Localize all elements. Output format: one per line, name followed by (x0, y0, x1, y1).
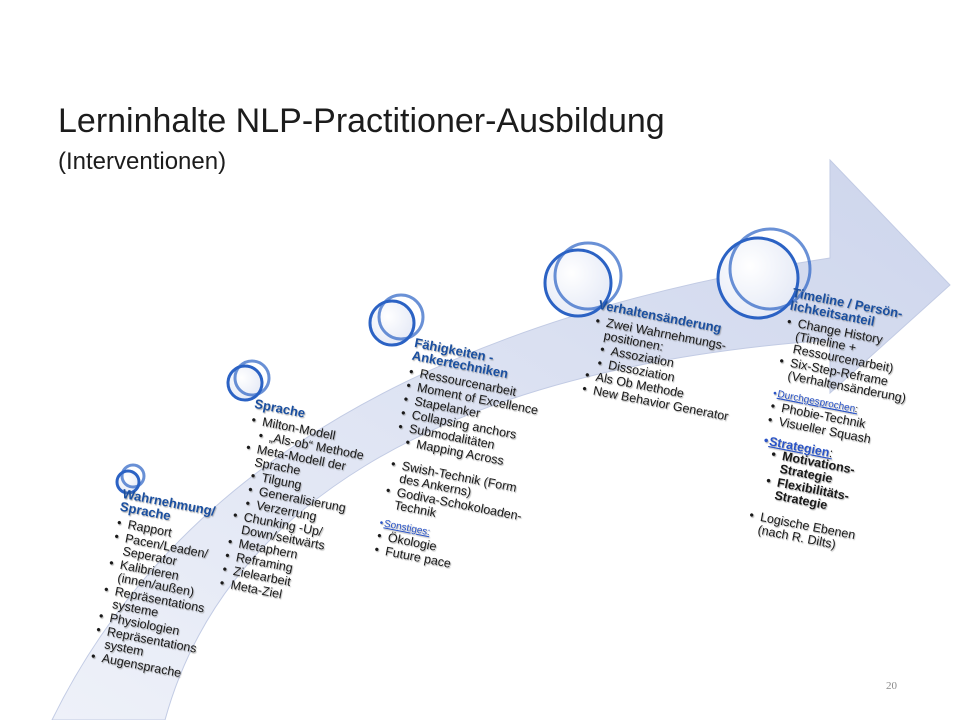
page-title: Lerninhalte NLP-Practitioner-Ausbildung (58, 102, 665, 140)
stage-circles (115, 236, 800, 495)
stage-circle-4 (543, 248, 613, 318)
page-number: 20 (886, 680, 897, 692)
page-subtitle: (Interventionen) (58, 148, 227, 175)
stage-circle-5 (716, 236, 800, 320)
